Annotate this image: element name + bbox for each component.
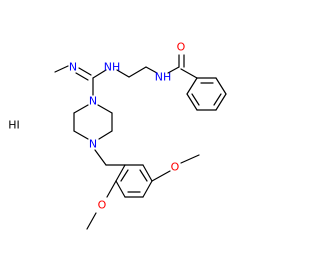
methoxy-o-top-label: O — [171, 161, 180, 174]
bond-n4-ch2 — [94, 149, 107, 166]
amide-o-label: O — [177, 41, 186, 54]
amide-nh-label: NH — [155, 71, 172, 84]
bond-carbonyl-ring — [180, 68, 198, 79]
bond-benzoyl-5 — [186, 93, 198, 111]
bond-layer — [54, 54, 227, 230]
bond-ch2-amide-nh — [145, 66, 158, 74]
piperazine-n1-label: N — [89, 95, 97, 108]
bond-ring2-6 — [115, 164, 126, 182]
methoxy-o-bottom-label: O — [98, 199, 107, 212]
bond-o-top-methyl — [180, 154, 200, 164]
imine-n-label: N — [69, 61, 77, 74]
bond-ring2-inner-1 — [139, 169, 148, 182]
bond-benzoyl-3 — [215, 93, 227, 111]
bond-methyl-imine-n — [54, 65, 69, 73]
bond-imine-double-b — [75, 72, 89, 81]
piperazine-n4-label: N — [89, 138, 97, 151]
bond-imine-double-a — [78, 67, 92, 76]
bond-ring2-5 — [115, 180, 126, 198]
bond-pip-6 — [73, 104, 89, 114]
bond-ring2-3 — [142, 180, 153, 198]
molecule-svg: N NH N N O NH O O HI — [8, 41, 227, 230]
bond-o-bottom-methyl — [86, 212, 97, 230]
bond-benzoyl-6 — [186, 77, 198, 95]
bond-ring2-inner-3 — [120, 169, 129, 182]
atom-label-layer: N NH N N O NH O O HI — [8, 41, 185, 212]
counterion-label: HI — [8, 119, 20, 132]
bond-ch2-ch2 — [128, 66, 147, 78]
bond-nh-ch2 — [116, 69, 130, 78]
bond-ring2-2 — [142, 164, 153, 182]
amine-nh-label: NH — [104, 61, 121, 74]
bond-benzoyl-2 — [215, 77, 227, 95]
bond-c-amine-nh — [92, 69, 107, 79]
bond-pip-4 — [73, 130, 89, 140]
bond-pip-3 — [98, 130, 113, 140]
bond-benzoyl-inner-3 — [191, 93, 200, 106]
bond-ring2-o-bottom — [106, 180, 117, 198]
bond-benzoyl-inner-2 — [213, 93, 222, 106]
bond-ring2-o-top — [151, 170, 171, 182]
bond-pip-1 — [97, 104, 113, 114]
bond-amide-nh-c — [167, 66, 180, 74]
structure-drawing: N NH N N O NH O O HI — [8, 41, 227, 230]
